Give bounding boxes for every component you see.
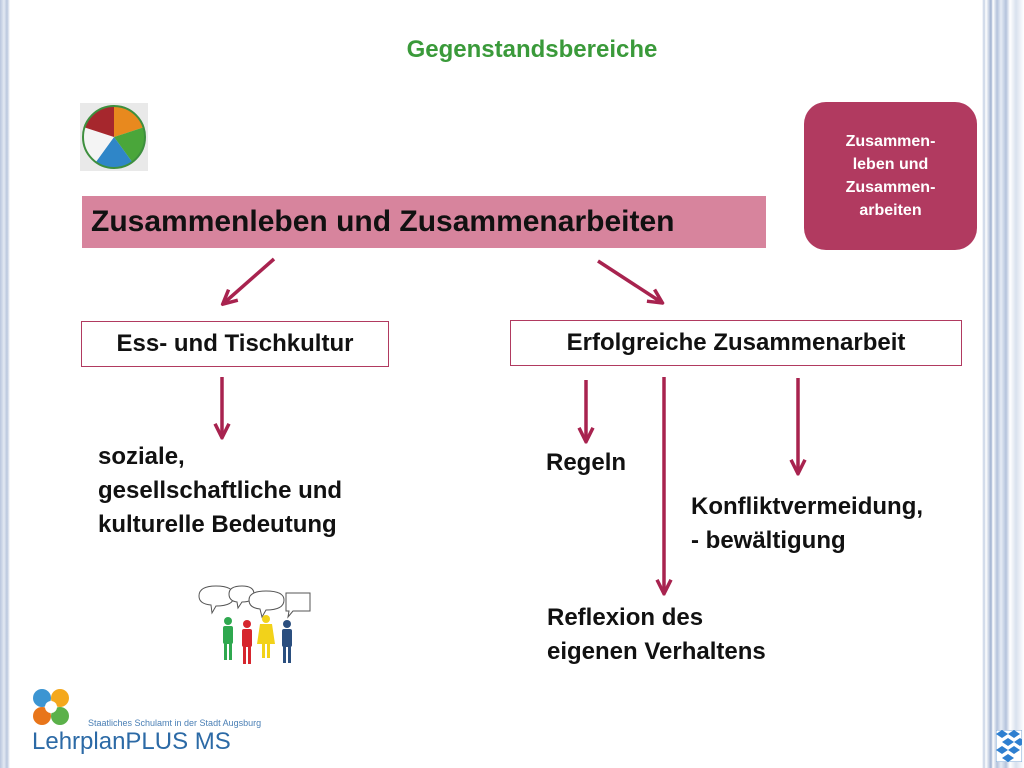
school-name: Staatliches Schulamt in der Stadt Augsbu… xyxy=(88,718,262,728)
arrow-to-ess xyxy=(224,257,276,303)
subject-wheel-icon xyxy=(80,103,148,171)
konflikt-text: Konfliktvermeidung, - bewältigung xyxy=(691,493,924,554)
school-logo-icon xyxy=(33,689,69,725)
ess-tischkultur-box: Ess- und Tischkultur xyxy=(81,321,389,367)
people-speech-icon xyxy=(198,585,311,664)
erfolgreiche-zusammenarbeit-box: Erfolgreiche Zusammenarbeit xyxy=(510,320,962,366)
bavaria-flag-icon xyxy=(996,730,1022,762)
slide-heading: Gegenstandsbereiche xyxy=(406,36,658,63)
topic-badge: Zusammen- leben und Zusammen- arbeiten xyxy=(804,102,977,250)
soziale-text: soziale, gesellschaftliche und kulturell… xyxy=(98,443,343,538)
main-topic-bar: Zusammenleben und Zusammenarbeiten xyxy=(82,196,766,248)
topic-badge-text: Zusammen- leben und Zusammen- arbeiten xyxy=(845,133,936,219)
reflexion-text: Reflexion des eigenen Verhaltens xyxy=(547,604,766,665)
regeln-text: Regeln xyxy=(546,449,627,476)
slide-frame-right xyxy=(982,0,1024,768)
slide-frame-left xyxy=(0,0,10,768)
arrow-to-erfolgreiche xyxy=(597,259,661,302)
lehrplan-brand: LehrplanPLUS MS xyxy=(32,728,231,755)
